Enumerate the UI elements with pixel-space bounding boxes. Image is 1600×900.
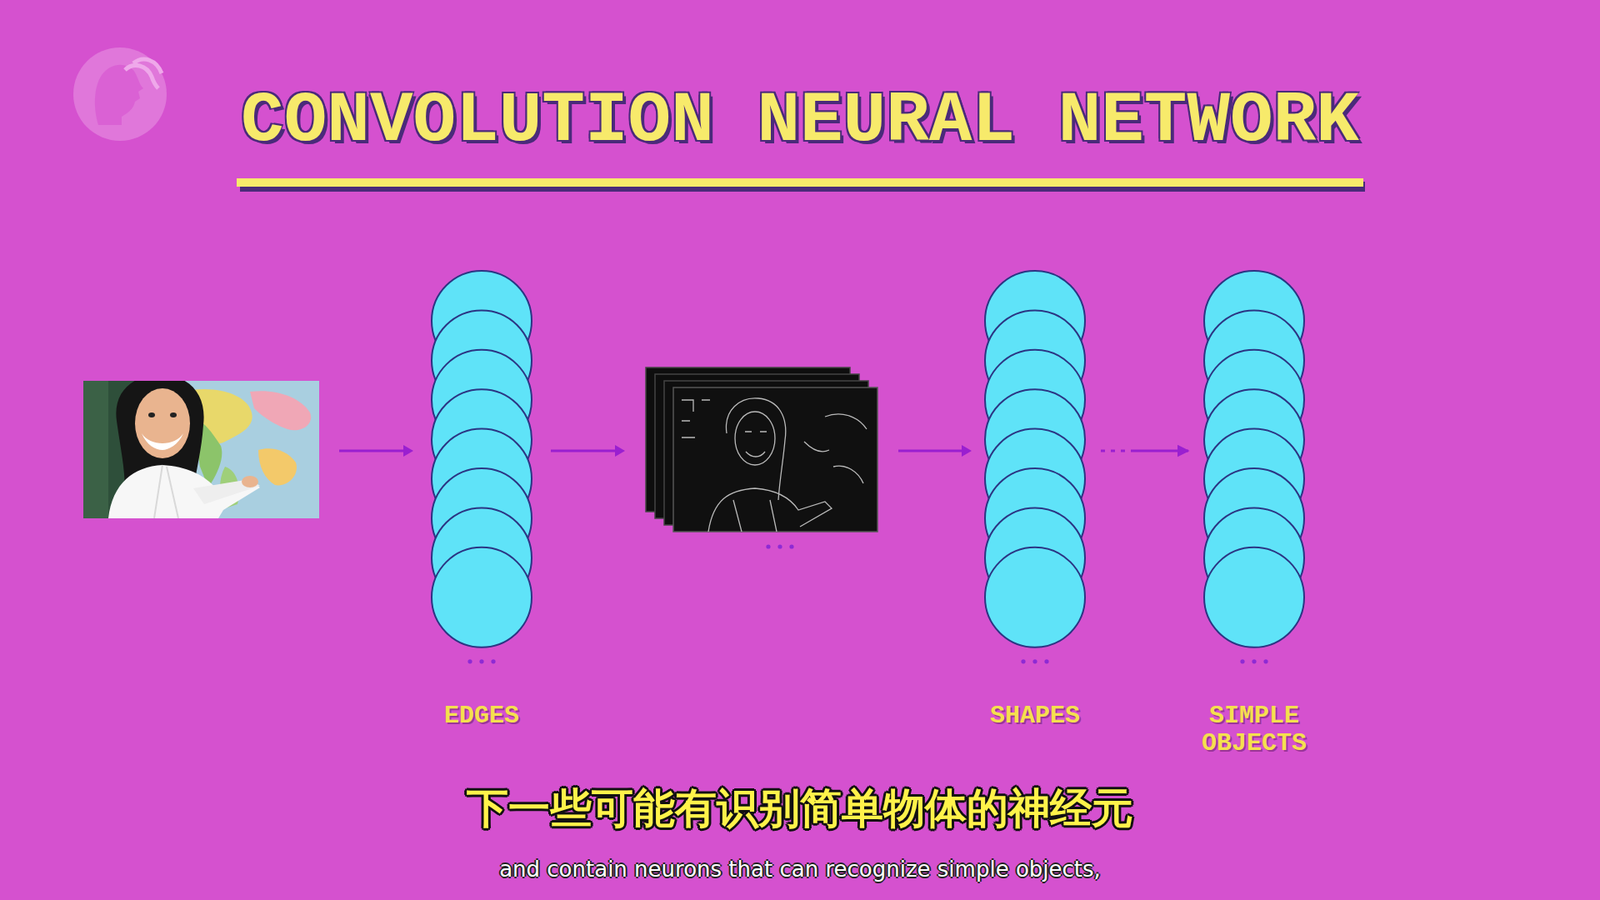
ellipsis-dots — [765, 544, 770, 549]
input-photo — [258, 448, 297, 485]
subtitle-chinese: 下一些可能有识别简单物体的神经元 — [0, 785, 1600, 834]
ellipsis-dot — [1020, 659, 1025, 664]
ellipsis-dot — [1240, 659, 1245, 664]
feature-map-stack — [804, 414, 867, 484]
neuron-circle — [431, 547, 532, 648]
input-photo — [108, 465, 260, 519]
ellipsis-dots — [789, 544, 794, 549]
feature-map-stack — [725, 398, 785, 500]
input-photo — [250, 390, 311, 430]
input-photo — [83, 380, 320, 519]
input-photo — [170, 412, 177, 418]
ellipsis-dot — [479, 659, 484, 664]
pbs-logo — [133, 59, 162, 74]
flow-arrow — [550, 450, 617, 453]
neuron-layer: SIMPLE OBJECTS — [1188, 269, 1320, 758]
feature-map-stack — [708, 488, 832, 532]
ellipsis-dots — [777, 544, 782, 549]
feature-map-stack — [673, 387, 878, 532]
title-underline — [236, 178, 1364, 187]
ellipsis-dot — [1044, 659, 1049, 664]
neuron-layer: SHAPES — [969, 269, 1101, 730]
layer-label: SHAPES — [969, 702, 1101, 730]
flow-arrow — [615, 445, 625, 457]
flow-arrow — [961, 445, 972, 457]
ellipsis-dot — [467, 659, 472, 664]
pbs-logo — [95, 65, 144, 125]
feature-map-stack — [681, 400, 710, 438]
neuron-layer: EDGES — [415, 269, 548, 730]
input-photo — [154, 465, 179, 519]
pbs-logo — [73, 47, 167, 141]
ellipsis-dots — [765, 544, 794, 549]
feature-map-stack — [645, 367, 878, 532]
ellipsis-dot — [1251, 659, 1256, 664]
flow-arrow — [339, 450, 405, 453]
layer-label: EDGES — [415, 702, 548, 730]
neuron-circle — [1204, 547, 1305, 648]
flow-arrow — [898, 450, 964, 453]
ellipsis-dot — [490, 659, 495, 664]
subtitle-english: and contain neurons that can recognize s… — [0, 856, 1600, 883]
title: CONVOLUTION NEURAL NETWORK — [0, 81, 1600, 161]
input-photo — [148, 412, 155, 418]
feature-map-stack — [735, 411, 775, 465]
feature-map-stack — [745, 431, 767, 457]
feature-map-stack — [733, 500, 777, 532]
ellipsis-dot — [1263, 659, 1268, 664]
title-underline — [236, 178, 1365, 192]
flow-arrow — [403, 445, 414, 457]
neuron-column — [1202, 269, 1306, 703]
neuron-circle — [985, 547, 1085, 648]
neuron-column — [983, 269, 1087, 703]
input-photo — [83, 380, 109, 519]
feature-map-stack — [681, 398, 867, 532]
neuron-column — [430, 269, 534, 703]
flow-connector — [1100, 450, 1189, 453]
layer-label: SIMPLE OBJECTS — [1188, 702, 1320, 758]
input-photo — [141, 433, 184, 450]
input-photo — [241, 475, 259, 488]
pbs-logo — [125, 65, 159, 89]
pbs-logo — [73, 47, 167, 141]
input-photo — [135, 388, 190, 459]
ellipsis-dot — [1032, 659, 1037, 664]
